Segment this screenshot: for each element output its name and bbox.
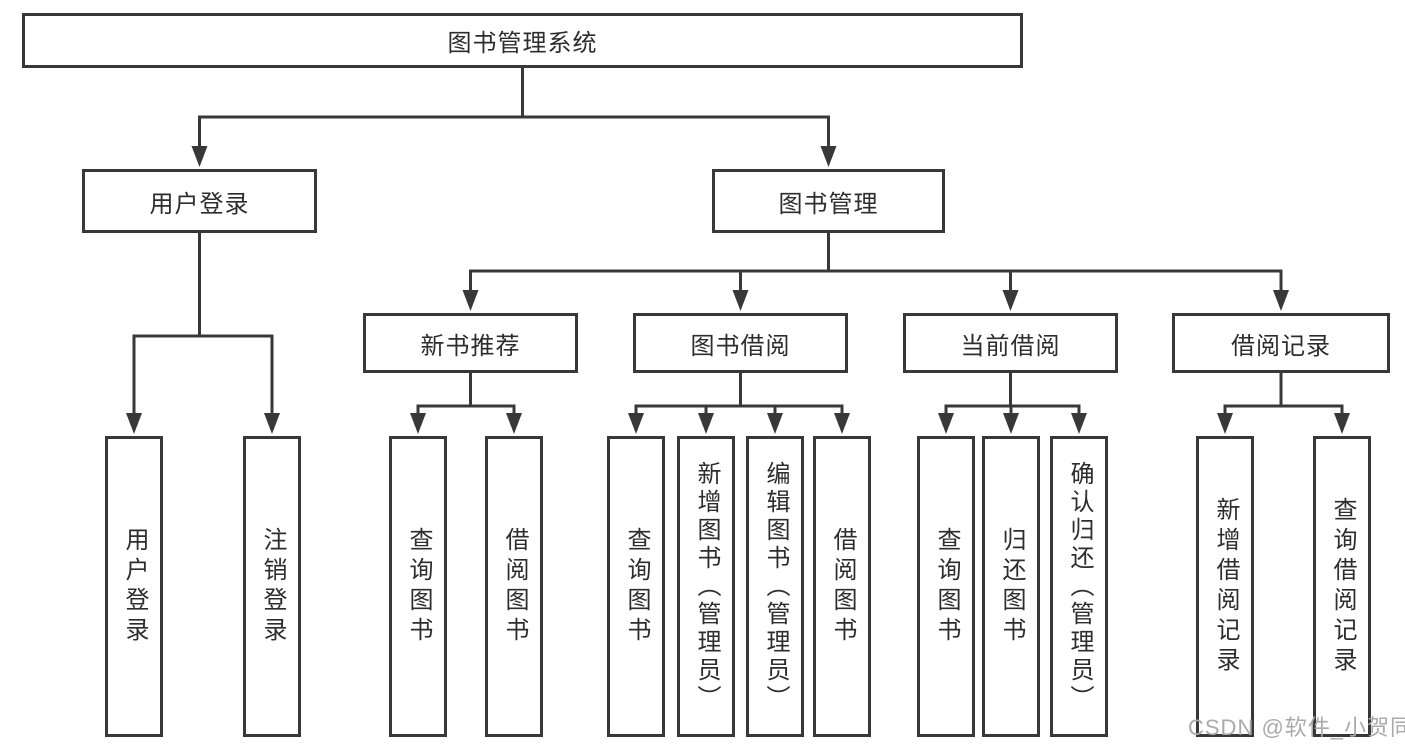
leaf-borrow-query-books-label: 查询图书 <box>623 526 650 647</box>
leaf-current-return-books-label: 归还图书 <box>998 526 1025 647</box>
leaf-newbook-query-books-label: 查询图书 <box>405 526 432 647</box>
node-library-system-label: 图书管理系统 <box>447 30 598 57</box>
leaf-borrow-borrow-books: 借阅图书 <box>813 436 871 737</box>
node-library-system: 图书管理系统 <box>22 13 1023 68</box>
leaf-logout-label: 注销登录 <box>259 526 286 647</box>
leaf-borrow-add-books-admin-label: 新增图书（管理员） <box>693 460 720 713</box>
leaf-borrow-query-books: 查询图书 <box>607 436 665 737</box>
leaf-history-add-record-label: 新增借阅记录 <box>1212 496 1239 677</box>
leaf-current-return-books: 归还图书 <box>982 436 1040 737</box>
leaf-current-confirm-return-admin-label: 确认归还（管理员） <box>1066 460 1093 713</box>
leaf-logout: 注销登录 <box>243 436 301 737</box>
node-current-borrow: 当前借阅 <box>903 313 1118 373</box>
leaf-current-query-books: 查询图书 <box>917 436 975 737</box>
csdn-watermark: CSDN @软件_小贺同学 <box>1188 715 1405 740</box>
leaf-history-query-record: 查询借阅记录 <box>1313 436 1371 737</box>
node-new-book-recommend-label: 新书推荐 <box>420 332 521 360</box>
leaf-history-query-record-label: 查询借阅记录 <box>1329 496 1356 677</box>
leaf-user-login: 用户登录 <box>105 436 163 737</box>
leaf-current-confirm-return-admin: 确认归还（管理员） <box>1050 436 1108 737</box>
leaf-newbook-borrow-books-label: 借阅图书 <box>501 526 528 647</box>
node-book-borrow-label: 图书借阅 <box>690 332 791 360</box>
leaf-history-add-record: 新增借阅记录 <box>1196 436 1254 737</box>
node-borrow-records: 借阅记录 <box>1172 313 1390 373</box>
leaf-newbook-query-books: 查询图书 <box>389 436 447 737</box>
node-user-login: 用户登录 <box>82 169 317 233</box>
node-borrow-records-label: 借阅记录 <box>1231 332 1331 360</box>
leaf-borrow-edit-books-admin-label: 编辑图书（管理员） <box>762 460 789 713</box>
leaf-current-query-books-label: 查询图书 <box>933 526 960 647</box>
node-book-management-label: 图书管理 <box>778 190 879 218</box>
leaf-user-login-label: 用户登录 <box>121 526 148 647</box>
leaf-borrow-edit-books-admin: 编辑图书（管理员） <box>746 436 804 737</box>
node-book-management: 图书管理 <box>712 169 945 233</box>
node-new-book-recommend: 新书推荐 <box>363 313 578 373</box>
leaf-borrow-borrow-books-label: 借阅图书 <box>829 526 856 647</box>
node-user-login-label: 用户登录 <box>149 190 250 218</box>
leaf-borrow-add-books-admin: 新增图书（管理员） <box>677 436 735 737</box>
node-current-borrow-label: 当前借阅 <box>960 332 1061 360</box>
node-book-borrow: 图书借阅 <box>633 313 848 373</box>
leaf-newbook-borrow-books: 借阅图书 <box>485 436 543 737</box>
